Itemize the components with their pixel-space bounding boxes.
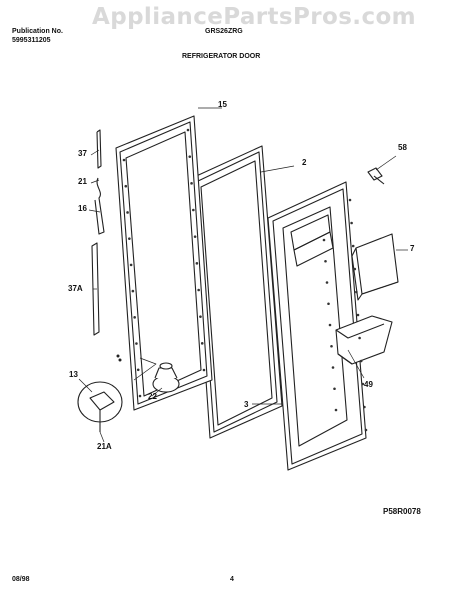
door-stop-part bbox=[152, 362, 180, 393]
outer-door-panel bbox=[115, 115, 213, 411]
door-shelf-bin bbox=[335, 315, 393, 365]
part-label-3: 3 bbox=[244, 400, 249, 409]
door-hole-dot bbox=[333, 387, 336, 391]
door-hole-dot bbox=[330, 344, 333, 348]
door-hole-dot bbox=[351, 244, 355, 248]
door-hole-dot bbox=[355, 290, 358, 294]
door-hole-dot bbox=[128, 237, 131, 240]
hinge-part bbox=[77, 381, 123, 432]
part-label-7: 7 bbox=[410, 244, 415, 253]
watermark: AppliancePartsPros.com bbox=[92, 4, 417, 30]
door-hole-dot bbox=[325, 281, 329, 284]
inner-door-liner bbox=[267, 181, 367, 471]
door-hole-dot bbox=[190, 182, 193, 185]
door-hole-dot bbox=[126, 211, 129, 214]
diagram-code: P58R0078 bbox=[383, 507, 421, 516]
door-hole-dot bbox=[363, 405, 366, 409]
part-label-21: 21 bbox=[78, 177, 87, 186]
door-hole-dot bbox=[364, 428, 368, 432]
door-hole-dot bbox=[324, 259, 327, 263]
door-hole-dot bbox=[359, 359, 363, 363]
door-hole-dot bbox=[186, 128, 190, 132]
door-hole-dot bbox=[197, 288, 200, 292]
door-hole-dot bbox=[356, 313, 360, 317]
part-label-22: 22 bbox=[148, 392, 157, 401]
door-hole-dot bbox=[122, 158, 126, 162]
publication-number: 5995311205 bbox=[12, 37, 51, 44]
leader-lines bbox=[78, 107, 408, 443]
door-hole-dot bbox=[350, 221, 353, 225]
door-hole-dot bbox=[131, 289, 135, 293]
part-label-2: 2 bbox=[302, 158, 307, 167]
door-hole-dot bbox=[361, 382, 365, 386]
door-hole-dot bbox=[193, 235, 197, 238]
door-hole-dot bbox=[195, 262, 199, 265]
door-hole-dot bbox=[334, 408, 338, 412]
door-hole-dot bbox=[322, 238, 326, 242]
door-hole-dot bbox=[202, 368, 206, 372]
part-label-37: 37 bbox=[78, 149, 87, 158]
door-hole-dot bbox=[328, 323, 332, 327]
door-hole-dot bbox=[129, 263, 133, 267]
door-hole-dot bbox=[199, 315, 202, 318]
section-title: REFRIGERATOR DOOR bbox=[182, 53, 261, 60]
door-trim-strips bbox=[91, 129, 105, 336]
page-number: 4 bbox=[230, 576, 234, 583]
part-label-21a: 21A bbox=[97, 442, 112, 451]
door-hole-dot bbox=[133, 316, 136, 319]
door-hole-dot bbox=[124, 184, 128, 188]
door-hole-dot bbox=[200, 342, 204, 345]
door-hole-dot bbox=[331, 366, 335, 369]
part-label-13: 13 bbox=[69, 370, 78, 379]
door-hole-dot bbox=[188, 155, 192, 158]
part-label-49: 49 bbox=[364, 380, 373, 389]
part-label-58: 58 bbox=[398, 143, 407, 152]
part-label-15: 15 bbox=[218, 100, 227, 109]
door-hole-dot bbox=[136, 368, 140, 372]
door-hole-dot bbox=[353, 267, 357, 271]
door-hole-dot bbox=[192, 208, 195, 212]
publication-label: Publication No. bbox=[12, 28, 63, 35]
part-label-16: 16 bbox=[78, 204, 87, 213]
door-hole-dot bbox=[358, 336, 361, 340]
door-hole-dot bbox=[138, 394, 142, 398]
model-number: GRS26ZRG bbox=[205, 28, 243, 35]
door-hole-dot bbox=[348, 198, 352, 202]
footer-date: 08/98 bbox=[12, 576, 30, 583]
dairy-door-part bbox=[351, 233, 399, 301]
door-hole-dot bbox=[327, 302, 330, 306]
part-label-37a: 37A bbox=[68, 284, 83, 293]
door-hole-dot bbox=[135, 342, 138, 345]
screw-part bbox=[367, 167, 385, 185]
